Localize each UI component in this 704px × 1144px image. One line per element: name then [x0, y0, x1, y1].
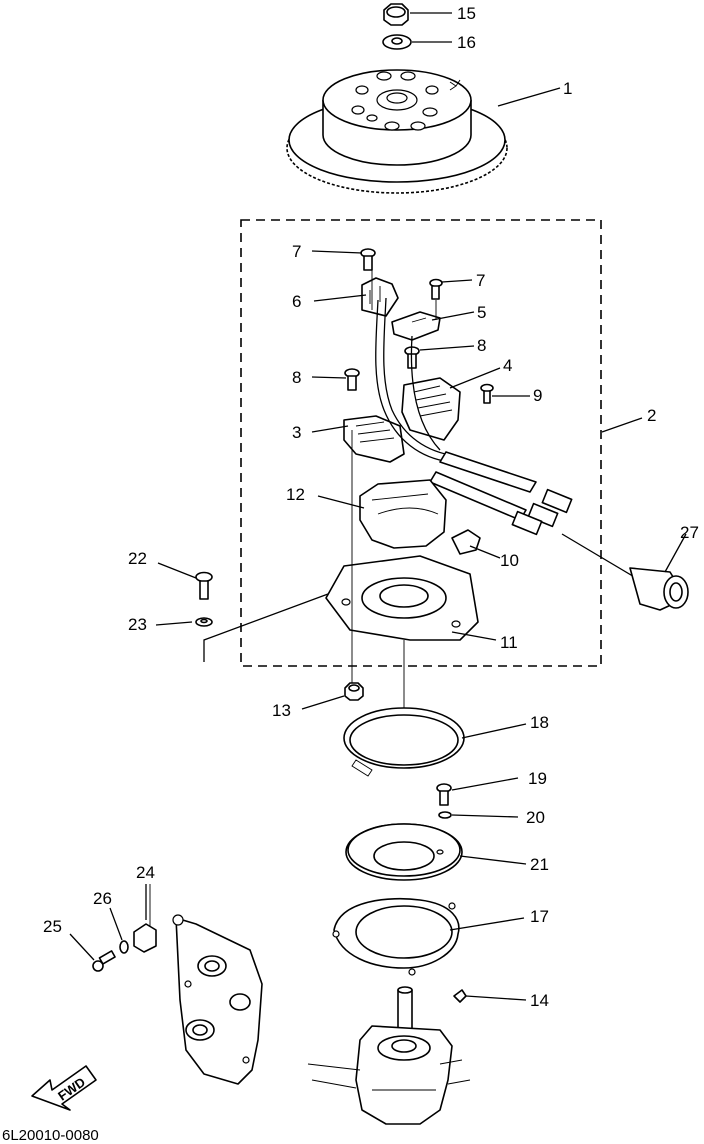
- part-10-clip[interactable]: [451, 529, 481, 555]
- callout-16[interactable]: 16: [457, 33, 476, 52]
- callout-10[interactable]: 10: [500, 551, 519, 570]
- callout-19[interactable]: 19: [528, 769, 547, 788]
- part-27-cap[interactable]: [629, 567, 689, 611]
- wire-harness: [375, 297, 573, 536]
- diagram-code: 6L20010-0080: [2, 1127, 99, 1144]
- part-22-bolt[interactable]: [195, 571, 213, 600]
- part-20-washer[interactable]: [438, 811, 452, 819]
- side-cover: [172, 914, 263, 1085]
- part-19-bolt[interactable]: [436, 783, 452, 806]
- part-26-washer[interactable]: [119, 940, 129, 954]
- part-16-washer[interactable]: [382, 34, 412, 50]
- callout-7-right[interactable]: 7: [476, 271, 485, 290]
- part-7-screw-a[interactable]: [360, 248, 376, 271]
- fwd-arrow-icon: FWD: [31, 1065, 97, 1111]
- part-12-coil-cover[interactable]: [359, 479, 447, 549]
- part-7-screw-b[interactable]: [429, 278, 443, 300]
- callout-12[interactable]: 12: [286, 485, 305, 504]
- callout-24[interactable]: 24: [136, 863, 155, 882]
- callout-8-left[interactable]: 8: [292, 368, 301, 387]
- part-3-pulser-coil[interactable]: [343, 415, 405, 463]
- part-1-flywheel[interactable]: [286, 69, 508, 194]
- callout-14[interactable]: 14: [530, 991, 549, 1010]
- leader-lines: [69, 12, 687, 1001]
- callout-20[interactable]: 20: [526, 808, 545, 827]
- callout-23[interactable]: 23: [128, 615, 147, 634]
- callout-26[interactable]: 26: [93, 889, 112, 908]
- callout-13[interactable]: 13: [272, 701, 291, 720]
- part-9-screw[interactable]: [480, 383, 494, 404]
- part-8-screw-b[interactable]: [344, 368, 360, 391]
- part-24-bracket[interactable]: [133, 884, 157, 953]
- callout-25[interactable]: 25: [43, 917, 62, 936]
- callout-17[interactable]: 17: [530, 907, 549, 926]
- part-25-screw[interactable]: [92, 950, 116, 972]
- callout-9[interactable]: 9: [533, 386, 542, 405]
- callout-6[interactable]: 6: [292, 292, 301, 311]
- assembly-boundary: [240, 219, 602, 667]
- part-4-charge-coil[interactable]: [401, 377, 461, 441]
- callout-labels: 15 16 1 7 7 6 5 8 8 4 9 2 3 12 10 27 22 …: [43, 4, 699, 1010]
- callout-5[interactable]: 5: [477, 303, 486, 322]
- callout-8-right[interactable]: 8: [477, 336, 486, 355]
- callout-7-upper[interactable]: 7: [292, 242, 301, 261]
- callout-4[interactable]: 4: [503, 356, 512, 375]
- part-23-washer[interactable]: [195, 617, 213, 627]
- part-18-ring[interactable]: [343, 707, 465, 777]
- callout-1[interactable]: 1: [563, 79, 572, 98]
- part-5-clamp[interactable]: [391, 311, 441, 341]
- callout-11[interactable]: 11: [500, 633, 518, 652]
- callout-15[interactable]: 15: [457, 4, 476, 23]
- callout-3[interactable]: 3: [292, 423, 301, 442]
- callout-22[interactable]: 22: [128, 549, 147, 568]
- callout-2[interactable]: 2: [647, 406, 656, 425]
- part-13-bolt[interactable]: [344, 682, 364, 701]
- part-11-stator-base[interactable]: [325, 555, 479, 641]
- callout-27[interactable]: 27: [680, 523, 699, 542]
- part-17-gasket[interactable]: [332, 897, 460, 976]
- part-15-nut[interactable]: [383, 3, 409, 26]
- engine-block: [307, 986, 471, 1125]
- part-6-lead-holder[interactable]: [361, 277, 399, 317]
- part-21-plate[interactable]: [345, 823, 463, 881]
- callout-21[interactable]: 21: [530, 855, 549, 874]
- part-14-pin[interactable]: [453, 989, 467, 1003]
- callout-18[interactable]: 18: [530, 713, 549, 732]
